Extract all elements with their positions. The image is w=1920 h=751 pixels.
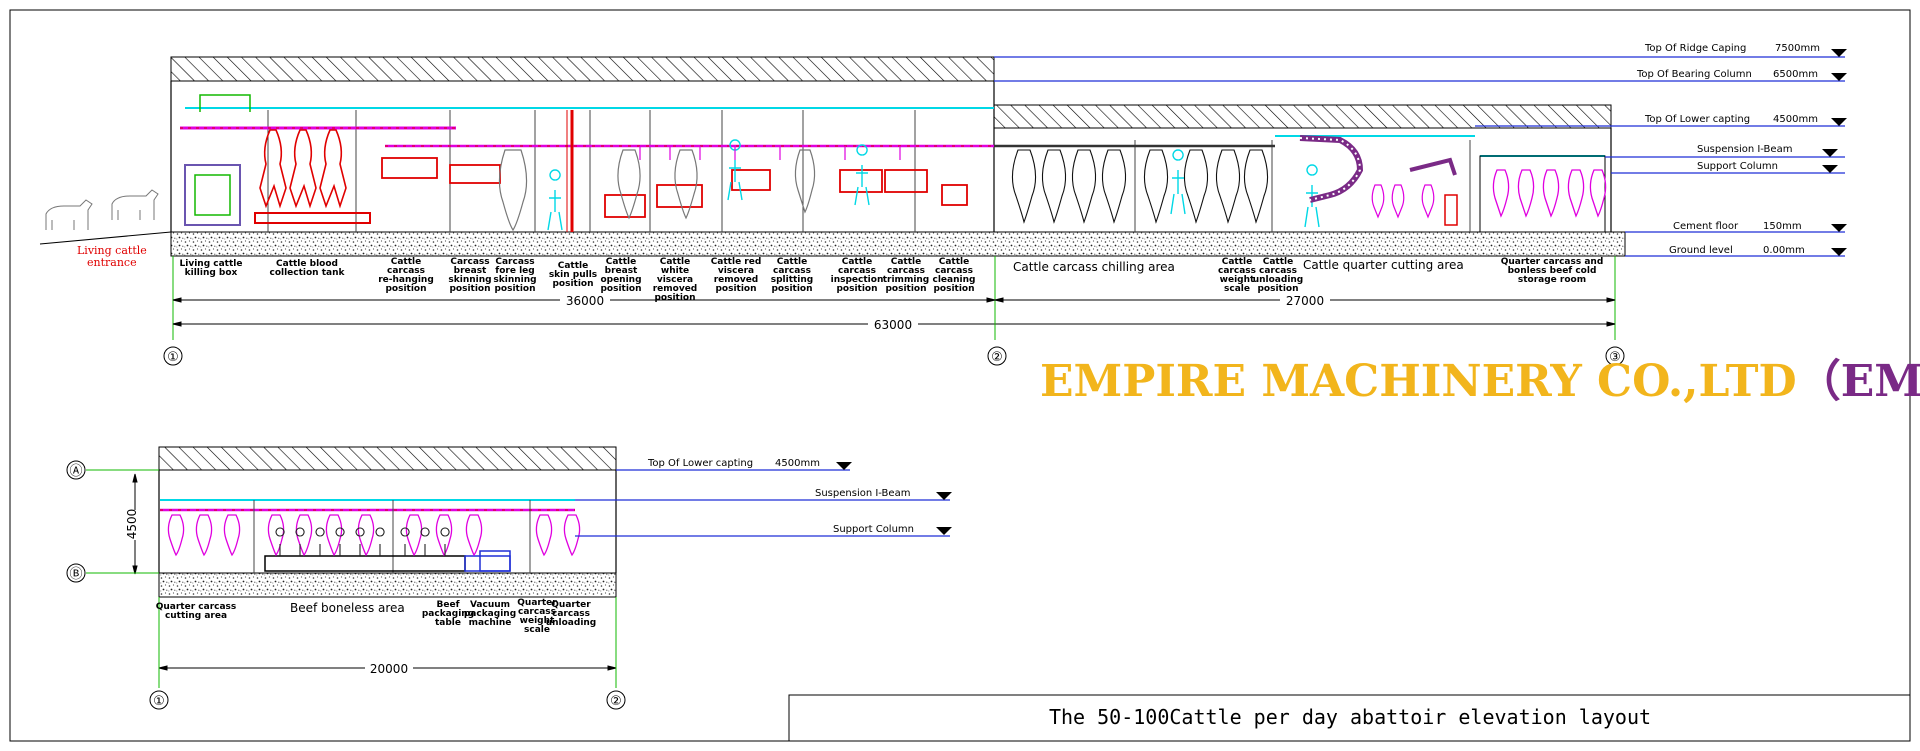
roof-right (993, 104, 1612, 129)
company-name: EMPIRE MACHINERY CO.,LTD（EME） (1040, 356, 1920, 407)
axis-label: ② (610, 694, 622, 709)
level-name-cement: Cement floor (1673, 221, 1739, 232)
floor-slab (170, 231, 1626, 257)
drawing-title: The 50-100Cattle per day abattoir elevat… (1049, 705, 1651, 729)
main-elevation (39, 56, 1626, 257)
axis-label: ① (153, 694, 165, 709)
axis-label: ① (167, 350, 179, 365)
area-label-boneless: Beef boneless area (290, 601, 405, 615)
dim-lower-total: 20000 (370, 662, 408, 676)
lower-roof (158, 446, 617, 471)
title-box (788, 694, 1911, 742)
level-name-ridge: Top Of Ridge Caping (1644, 43, 1746, 54)
axis-label: ③ (1609, 350, 1621, 365)
dim-main-total: 63000 (874, 318, 912, 332)
lower-level-name-capting: Top Of Lower capting (647, 458, 753, 469)
level-name-bearing: Top Of Bearing Column (1636, 69, 1752, 80)
dim-lower-height: 4500 (125, 509, 139, 540)
lower-elevation (86, 446, 1911, 742)
level-name-ground: Ground level (1669, 245, 1733, 256)
company-abbrev: （EME） (1797, 356, 1920, 407)
cold-storage-room (1479, 155, 1606, 233)
level-value-ground: 0.00mm (1763, 245, 1805, 256)
boneless-table (264, 555, 466, 572)
level-name-lower: Top Of Lower capting (1644, 114, 1750, 125)
level-lines (994, 56, 1845, 257)
axis-label: Ⓑ (69, 567, 82, 582)
level-name-ibeam: Suspension I-Beam (1697, 144, 1792, 155)
level-value-ridge: 7500mm (1775, 43, 1820, 54)
dim-main-left: 36000 (566, 294, 604, 308)
spiral-conveyor (1299, 135, 1364, 203)
level-value-bearing: 6500mm (1773, 69, 1818, 80)
area-label-chilling: Cattle carcass chilling area (1013, 260, 1175, 274)
axis-label: ② (991, 350, 1003, 365)
cattle-icons (45, 189, 159, 230)
blood-collection-tank (254, 212, 371, 224)
axis-bubbles-main (163, 346, 1625, 366)
level-name-support: Support Column (1697, 161, 1778, 172)
lower-level-name-ibeam: Suspension I-Beam (815, 488, 910, 499)
level-value-lower: 4500mm (1773, 114, 1818, 125)
entrance-label-line1: Living cattle (77, 244, 147, 257)
level-markers (1822, 49, 1847, 256)
entrance-label-line2: entrance (87, 256, 137, 269)
dim-main-right: 27000 (1286, 294, 1324, 308)
lower-level-name-support: Support Column (833, 524, 914, 535)
axis-label: Ⓐ (69, 464, 82, 479)
level-value-cement: 150mm (1763, 221, 1802, 232)
roof-left (170, 56, 995, 82)
area-label-quarter: Cattle quarter cutting area (1303, 258, 1464, 272)
killing-box (184, 164, 241, 226)
company-name-text: EMPIRE MACHINERY CO.,LTD (1040, 356, 1797, 407)
lower-floor (158, 572, 617, 598)
lower-level-value-capting: 4500mm (775, 458, 820, 469)
level-labels: Top Of Ridge Caping 7500mm Top Of Bearin… (1636, 43, 1820, 256)
